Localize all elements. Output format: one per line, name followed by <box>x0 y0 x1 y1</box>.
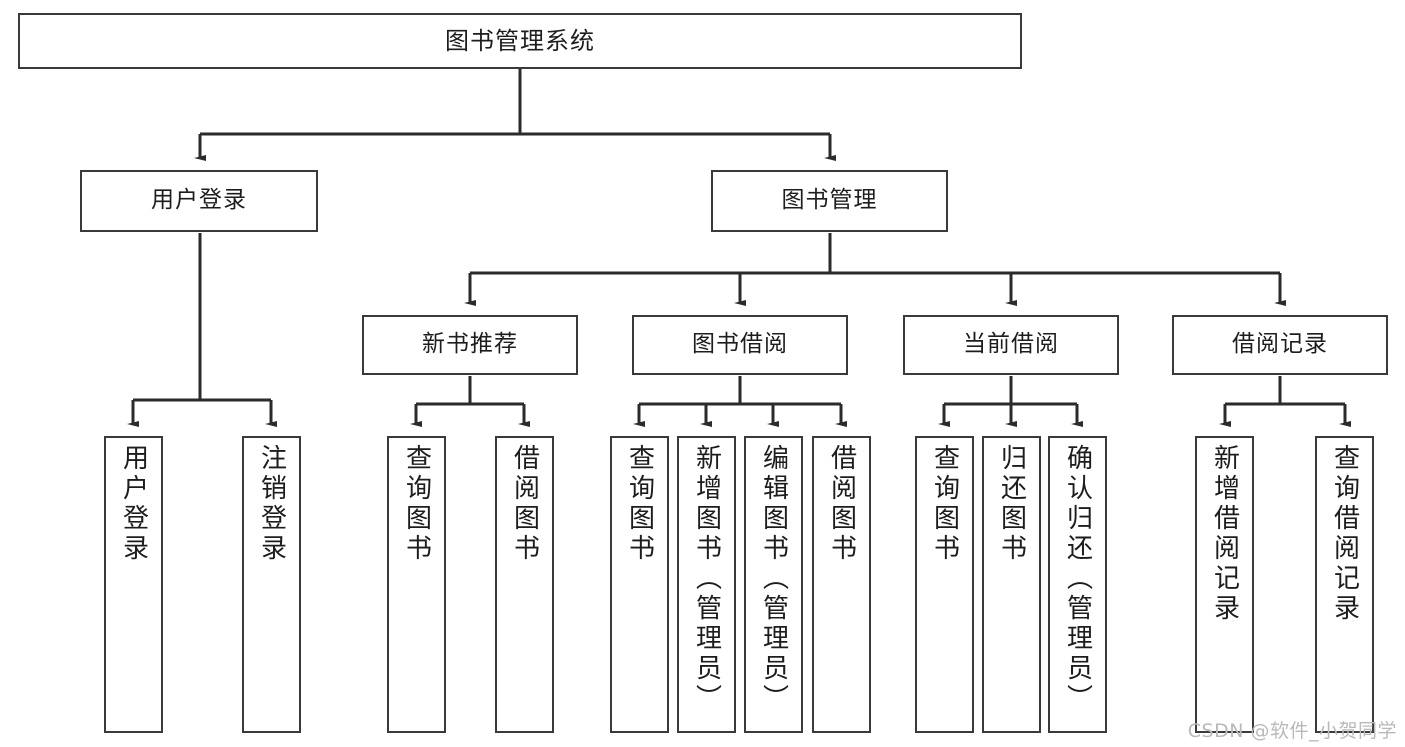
node-leaf-edit-book-admin[interactable]: 编辑图书（管理员） <box>744 436 803 733</box>
node-leaf-query-borrow-record[interactable]: 查询借阅记录 <box>1315 436 1374 733</box>
node-leaf-add-book-admin-label: 新增图书（管理员） <box>691 444 722 714</box>
csdn-watermark: CSDN @软件_小贺同学 <box>1187 720 1397 742</box>
node-leaf-add-book-admin[interactable]: 新增图书（管理员） <box>677 436 736 733</box>
node-leaf-return-book[interactable]: 归还图书 <box>982 436 1041 733</box>
node-leaf-add-borrow-record[interactable]: 新增借阅记录 <box>1195 436 1254 733</box>
node-borrow-record[interactable]: 借阅记录 <box>1172 315 1388 375</box>
node-root-label: 图书管理系统 <box>445 26 595 55</box>
node-leaf-query-book-2-label: 查询图书 <box>624 444 655 564</box>
node-leaf-query-borrow-record-label: 查询借阅记录 <box>1329 444 1360 624</box>
node-leaf-borrow-book-1-label: 借阅图书 <box>509 444 540 564</box>
node-book-manage[interactable]: 图书管理 <box>711 170 948 232</box>
node-leaf-user-login-label: 用户登录 <box>118 444 149 564</box>
node-leaf-borrow-book-2[interactable]: 借阅图书 <box>812 436 871 733</box>
node-leaf-confirm-return-admin-label: 确认归还（管理员） <box>1062 444 1093 714</box>
node-leaf-logout-login[interactable]: 注销登录 <box>242 436 301 733</box>
node-leaf-query-book-2[interactable]: 查询图书 <box>610 436 669 733</box>
node-root[interactable]: 图书管理系统 <box>18 13 1022 69</box>
node-borrow-record-label: 借阅记录 <box>1232 331 1328 358</box>
node-current-borrow-label: 当前借阅 <box>963 331 1059 358</box>
node-leaf-return-book-label: 归还图书 <box>996 444 1027 564</box>
node-book-borrow-label: 图书借阅 <box>692 331 788 358</box>
node-leaf-logout-login-label: 注销登录 <box>256 444 287 564</box>
node-current-borrow[interactable]: 当前借阅 <box>903 315 1119 375</box>
node-user-login-label: 用户登录 <box>151 187 247 214</box>
node-book-manage-label: 图书管理 <box>781 187 878 214</box>
node-leaf-query-book-3[interactable]: 查询图书 <box>915 436 974 733</box>
node-leaf-query-book-1[interactable]: 查询图书 <box>387 436 446 733</box>
node-leaf-confirm-return-admin[interactable]: 确认归还（管理员） <box>1048 436 1107 733</box>
node-user-login[interactable]: 用户登录 <box>80 170 318 232</box>
node-leaf-add-borrow-record-label: 新增借阅记录 <box>1209 444 1240 624</box>
node-leaf-user-login[interactable]: 用户登录 <box>104 436 163 733</box>
node-leaf-edit-book-admin-label: 编辑图书（管理员） <box>758 444 789 714</box>
node-leaf-borrow-book-2-label: 借阅图书 <box>826 444 857 564</box>
node-new-book-recommend-label: 新书推荐 <box>422 331 518 358</box>
node-leaf-borrow-book-1[interactable]: 借阅图书 <box>495 436 554 733</box>
node-book-borrow[interactable]: 图书借阅 <box>632 315 848 375</box>
node-leaf-query-book-1-label: 查询图书 <box>401 444 432 564</box>
node-new-book-recommend[interactable]: 新书推荐 <box>362 315 578 375</box>
node-leaf-query-book-3-label: 查询图书 <box>929 444 960 564</box>
